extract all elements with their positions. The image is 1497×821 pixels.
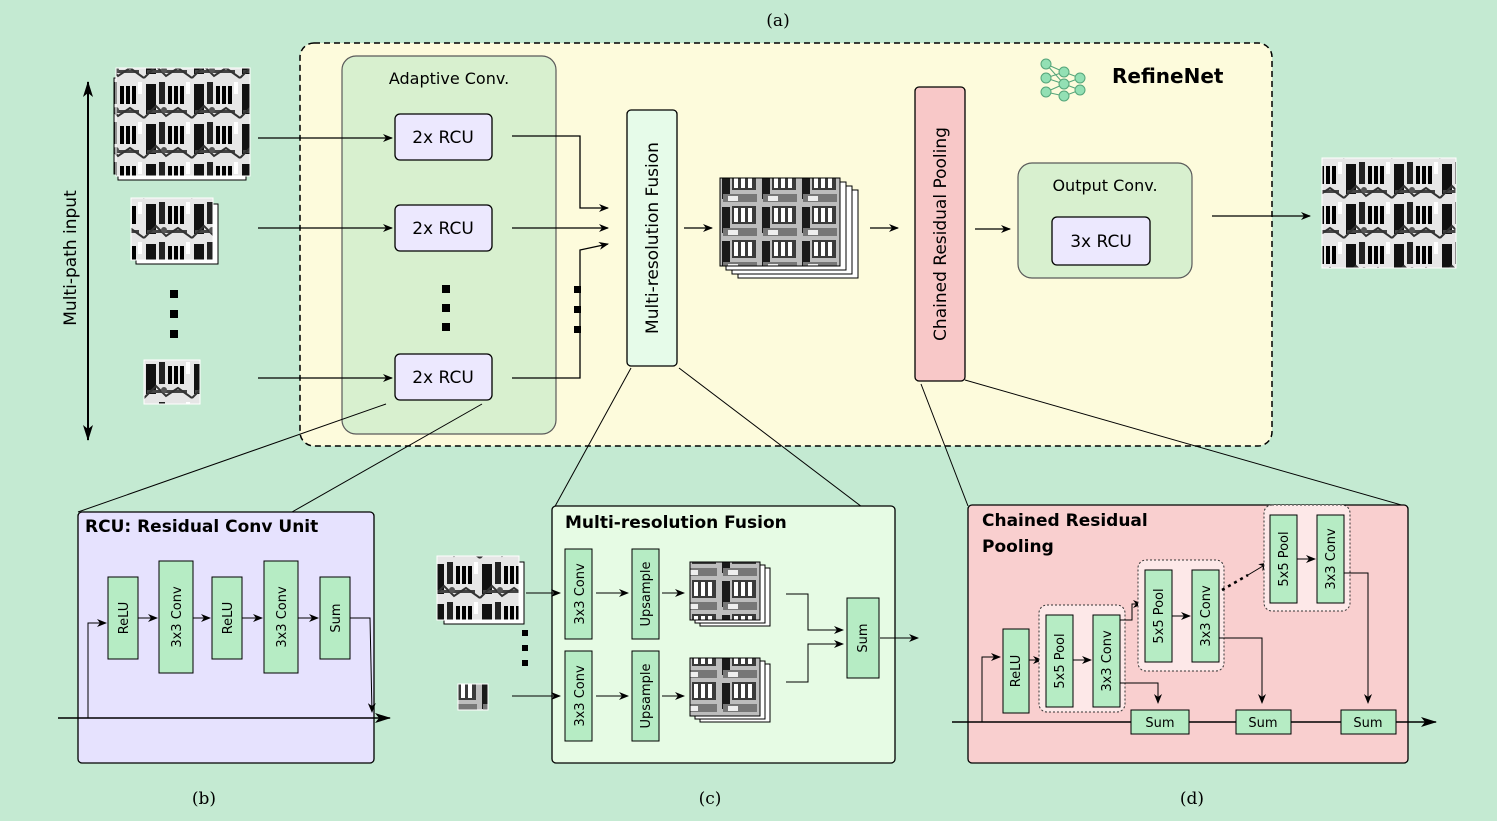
svg-text:ReLU: ReLU xyxy=(221,602,236,635)
crp-pool-3: 5x5 Pool xyxy=(1269,514,1298,604)
crp-sum-3: Sum xyxy=(1340,709,1397,735)
svg-text:ReLU: ReLU xyxy=(1009,655,1024,688)
fusion-panel-title: Multi-resolution Fusion xyxy=(565,513,787,533)
svg-text:3x3 Conv: 3x3 Conv xyxy=(275,586,290,648)
fusion-input-dots xyxy=(522,630,528,666)
svg-text:Sum: Sum xyxy=(1145,716,1174,731)
multipath-label: Multi-path input xyxy=(61,190,81,326)
fusion-input-dots xyxy=(574,286,581,333)
svg-text:2x RCU: 2x RCU xyxy=(412,128,474,148)
crp-conv-2: 3x3 Conv xyxy=(1191,569,1220,663)
svg-text:ReLU: ReLU xyxy=(117,602,132,635)
fusion-input-small xyxy=(457,683,489,711)
crp-pool-2: 5x5 Pool xyxy=(1144,569,1173,663)
svg-text:2x RCU: 2x RCU xyxy=(412,368,474,388)
svg-text:Sum: Sum xyxy=(1248,716,1277,731)
fusion-sum: Sum xyxy=(846,597,880,679)
input-dots xyxy=(170,290,178,338)
zoom-lines xyxy=(77,367,1406,513)
svg-text:Multi-resolution Fusion: Multi-resolution Fusion xyxy=(643,142,663,334)
rcu-block-1: 2x RCU xyxy=(394,113,493,161)
svg-text:3x3 Conv: 3x3 Conv xyxy=(1324,528,1339,590)
fusion-panel xyxy=(551,505,896,764)
svg-text:5x5 Pool: 5x5 Pool xyxy=(1053,633,1068,688)
rcu-conv-2: 3x3 Conv xyxy=(263,560,299,674)
svg-text:3x3 Conv: 3x3 Conv xyxy=(170,586,185,648)
crp-sum-1: Sum xyxy=(1130,709,1190,735)
fusion-block: Multi-resolution Fusion xyxy=(626,109,678,367)
crp-panel-title-line1: Chained Residual xyxy=(982,511,1148,531)
input-image-small xyxy=(143,359,201,405)
svg-text:3x RCU: 3x RCU xyxy=(1070,232,1132,252)
svg-text:Sum: Sum xyxy=(329,603,344,632)
caption-d: (d) xyxy=(1180,789,1204,809)
crp-relu: ReLU xyxy=(1002,628,1030,714)
rcu-dots xyxy=(442,285,450,331)
rcu-block-3: 2x RCU xyxy=(394,353,493,401)
svg-text:3x3 Conv: 3x3 Conv xyxy=(573,563,588,625)
crp-block: Chained Residual Pooling xyxy=(914,86,966,382)
adaptive-conv-label: Adaptive Conv. xyxy=(389,69,509,88)
rcu-sum: Sum xyxy=(319,576,351,660)
fusion-upsample-2: Upsample xyxy=(631,650,660,742)
fusion-input-large xyxy=(436,555,525,625)
crp-panel-title-line2: Pooling xyxy=(982,537,1054,557)
caption-a: (a) xyxy=(766,11,789,31)
crp-conv-3: 3x3 Conv xyxy=(1316,514,1345,604)
rcu-relu-2: ReLU xyxy=(211,576,243,660)
caption-c: (c) xyxy=(699,789,722,809)
output-image xyxy=(1321,157,1457,269)
svg-text:Upsample: Upsample xyxy=(639,561,654,626)
rcu-block-2: 2x RCU xyxy=(394,204,493,252)
fusion-upsample-1: Upsample xyxy=(631,548,660,640)
svg-text:Output Conv.: Output Conv. xyxy=(1052,176,1157,195)
svg-text:Chained Residual Pooling: Chained Residual Pooling xyxy=(931,127,951,341)
caption-b: (b) xyxy=(192,789,216,809)
svg-text:5x5 Pool: 5x5 Pool xyxy=(1152,588,1167,643)
rcu-relu-1: ReLU xyxy=(107,576,139,660)
svg-text:3x3 Conv: 3x3 Conv xyxy=(573,665,588,727)
fusion-feature-map-1 xyxy=(689,561,771,627)
svg-text:2x RCU: 2x RCU xyxy=(412,219,474,239)
network-icon xyxy=(1040,58,1086,102)
svg-text:5x5 Pool: 5x5 Pool xyxy=(1277,531,1292,586)
input-image-medium xyxy=(130,197,219,265)
rcu-conv-1: 3x3 Conv xyxy=(158,560,194,674)
output-rcu-block: 3x RCU xyxy=(1051,216,1151,266)
svg-text:3x3 Conv: 3x3 Conv xyxy=(1100,630,1115,692)
crp-pool-1: 5x5 Pool xyxy=(1045,614,1074,708)
crp-sum-2: Sum xyxy=(1235,709,1292,735)
svg-text:3x3 Conv: 3x3 Conv xyxy=(1199,585,1214,647)
input-image-large xyxy=(113,67,251,181)
fusion-conv-1: 3x3 Conv xyxy=(564,548,593,640)
refinenet-title: RefineNet xyxy=(1112,64,1224,88)
fused-feature-maps xyxy=(719,177,859,279)
svg-text:Upsample: Upsample xyxy=(639,663,654,728)
svg-text:Sum: Sum xyxy=(1353,716,1382,731)
fusion-conv-2: 3x3 Conv xyxy=(564,650,593,742)
fusion-feature-map-2 xyxy=(689,657,771,723)
rcu-panel-title: RCU: Residual Conv Unit xyxy=(85,517,318,537)
crp-conv-1: 3x3 Conv xyxy=(1092,614,1121,708)
svg-text:Sum: Sum xyxy=(856,623,871,652)
